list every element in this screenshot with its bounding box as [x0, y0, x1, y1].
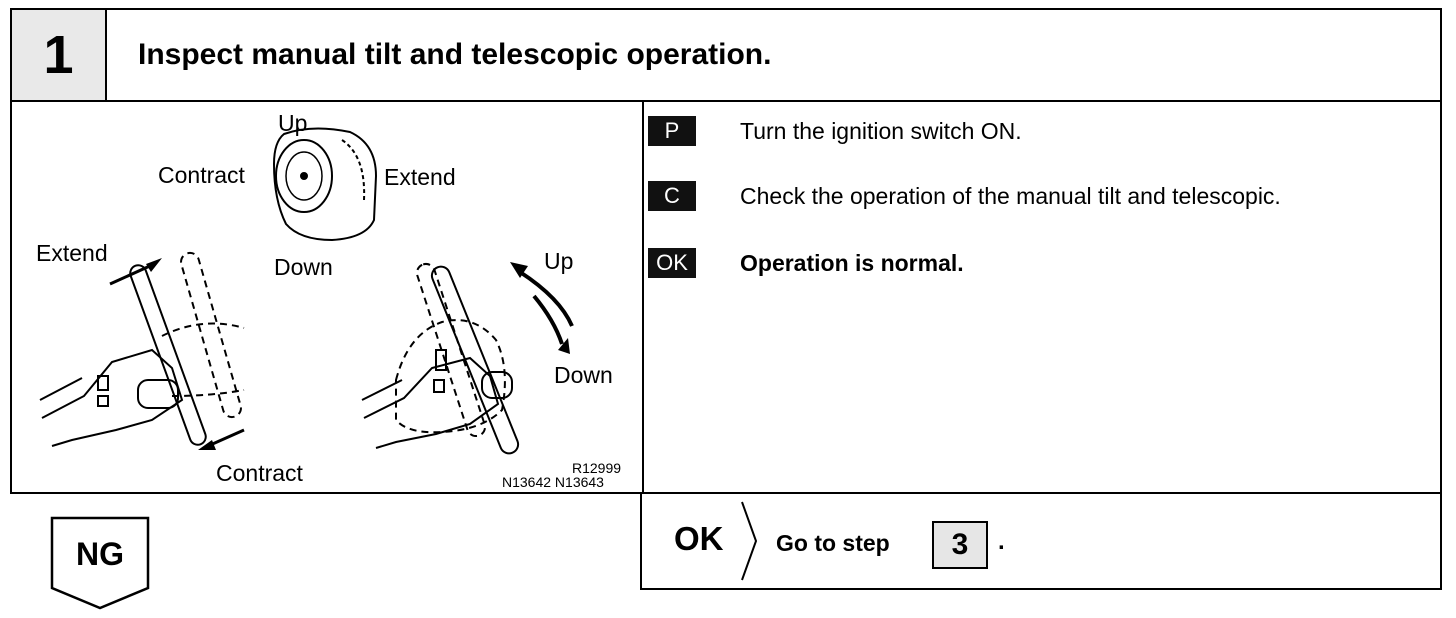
- tilt-down-label: Down: [554, 362, 613, 388]
- check-badge: C: [648, 181, 696, 211]
- ng-branch-label: NG: [76, 536, 124, 572]
- illustration-panel: Up Contract Extend Down Extend Contract …: [12, 100, 642, 492]
- ok-branch-box: OK Go to step 3 .: [640, 494, 1442, 590]
- instruction-text: Turn the ignition switch ON.: [740, 117, 1022, 144]
- switch-extend-label: Extend: [384, 164, 456, 190]
- telescopic-extend-label: Extend: [36, 240, 108, 266]
- telescopic-contract-label: Contract: [216, 460, 303, 486]
- step-header: 1 Inspect manual tilt and telescopic ope…: [10, 8, 1442, 102]
- ok-branch-label: OK: [674, 520, 724, 557]
- telescopic-wheel-drawing: [39, 251, 245, 447]
- instruction-row-prepare: P Turn the ignition switch ON.: [648, 114, 1022, 148]
- tilt-switch-icon: [272, 127, 378, 242]
- sentence-period: .: [998, 528, 1005, 555]
- tilt-up-label: Up: [544, 248, 574, 274]
- ok-badge: OK: [648, 248, 696, 278]
- step-number: 1: [43, 25, 74, 85]
- chevron-right-icon: [741, 501, 758, 581]
- step-reference-link[interactable]: 3: [932, 521, 988, 569]
- panel-divider: [642, 100, 644, 492]
- step-title: Inspect manual tilt and telescopic opera…: [138, 38, 772, 71]
- instruction-row-check: C Check the operation of the manual tilt…: [648, 179, 1281, 213]
- instruction-text: Operation is normal.: [740, 249, 964, 276]
- figure-code-1: R12999: [572, 460, 622, 476]
- tilt-wheel-drawing: [361, 262, 520, 455]
- switch-contract-label: Contract: [158, 162, 245, 188]
- prepare-badge: P: [648, 116, 696, 146]
- step-number-box: 1: [12, 10, 107, 100]
- instruction-row-ok: OK Operation is normal.: [648, 246, 964, 280]
- figure-code-2: N13642 N13643: [502, 474, 604, 490]
- ng-arrow-icon: [50, 516, 150, 610]
- instruction-text: Check the operation of the manual tilt a…: [740, 182, 1281, 209]
- go-to-step-text: Go to step: [776, 530, 890, 556]
- switch-down-label: Down: [274, 254, 333, 280]
- steering-illustration: [39, 127, 574, 455]
- switch-up-label: Up: [278, 110, 308, 136]
- step-body: Up Contract Extend Down Extend Contract …: [10, 100, 1442, 494]
